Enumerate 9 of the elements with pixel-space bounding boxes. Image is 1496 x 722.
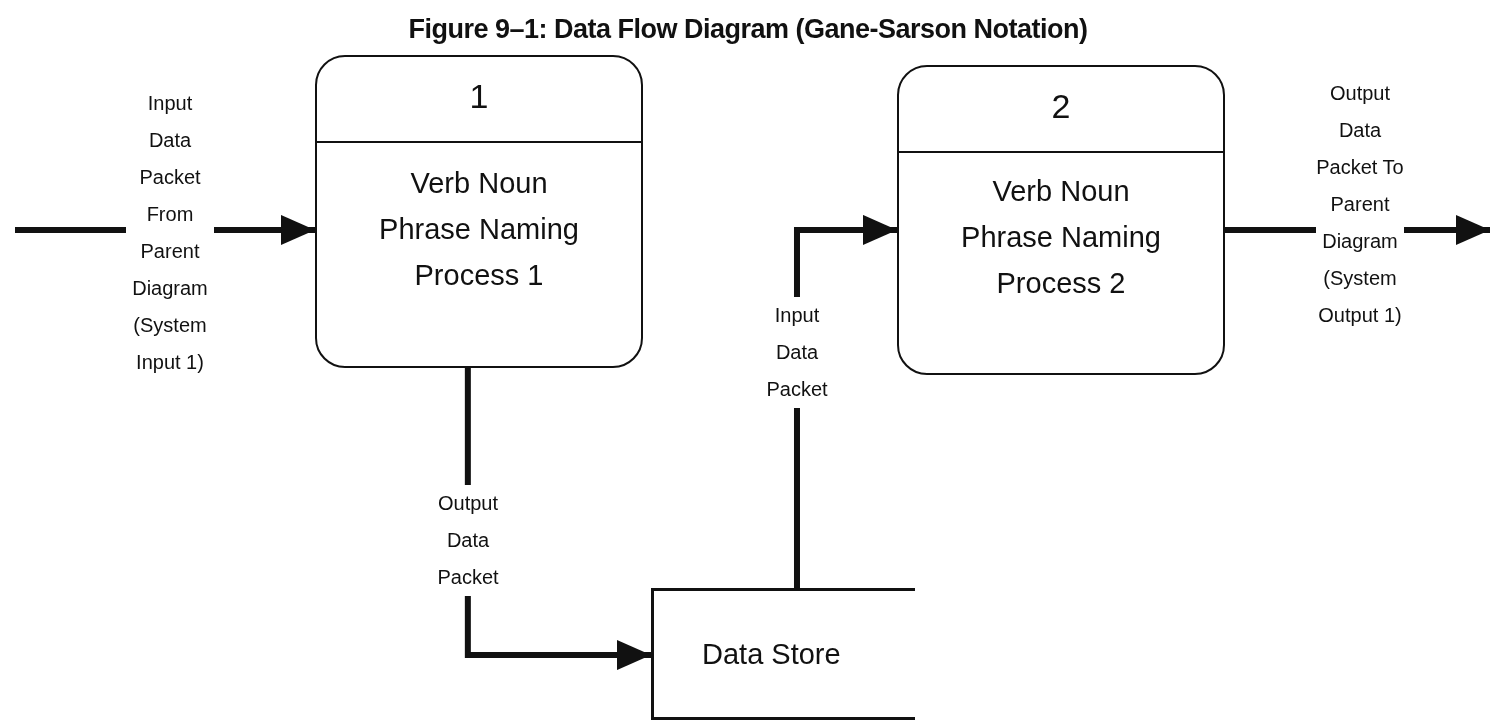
diagram-title: Figure 9–1: Data Flow Diagram (Gane-Sarson Notation) xyxy=(408,14,1088,45)
process-box xyxy=(315,55,643,368)
process-number: 2 xyxy=(1051,87,1071,126)
data-store xyxy=(651,588,915,720)
process-box xyxy=(897,65,1225,375)
data-store-label: Data Store xyxy=(702,637,841,671)
process-label: Verb Noun Phrase Naming Process 1 xyxy=(378,165,580,293)
process-number: 1 xyxy=(469,77,489,116)
process-label: Verb Noun Phrase Naming Process 2 xyxy=(960,174,1162,301)
